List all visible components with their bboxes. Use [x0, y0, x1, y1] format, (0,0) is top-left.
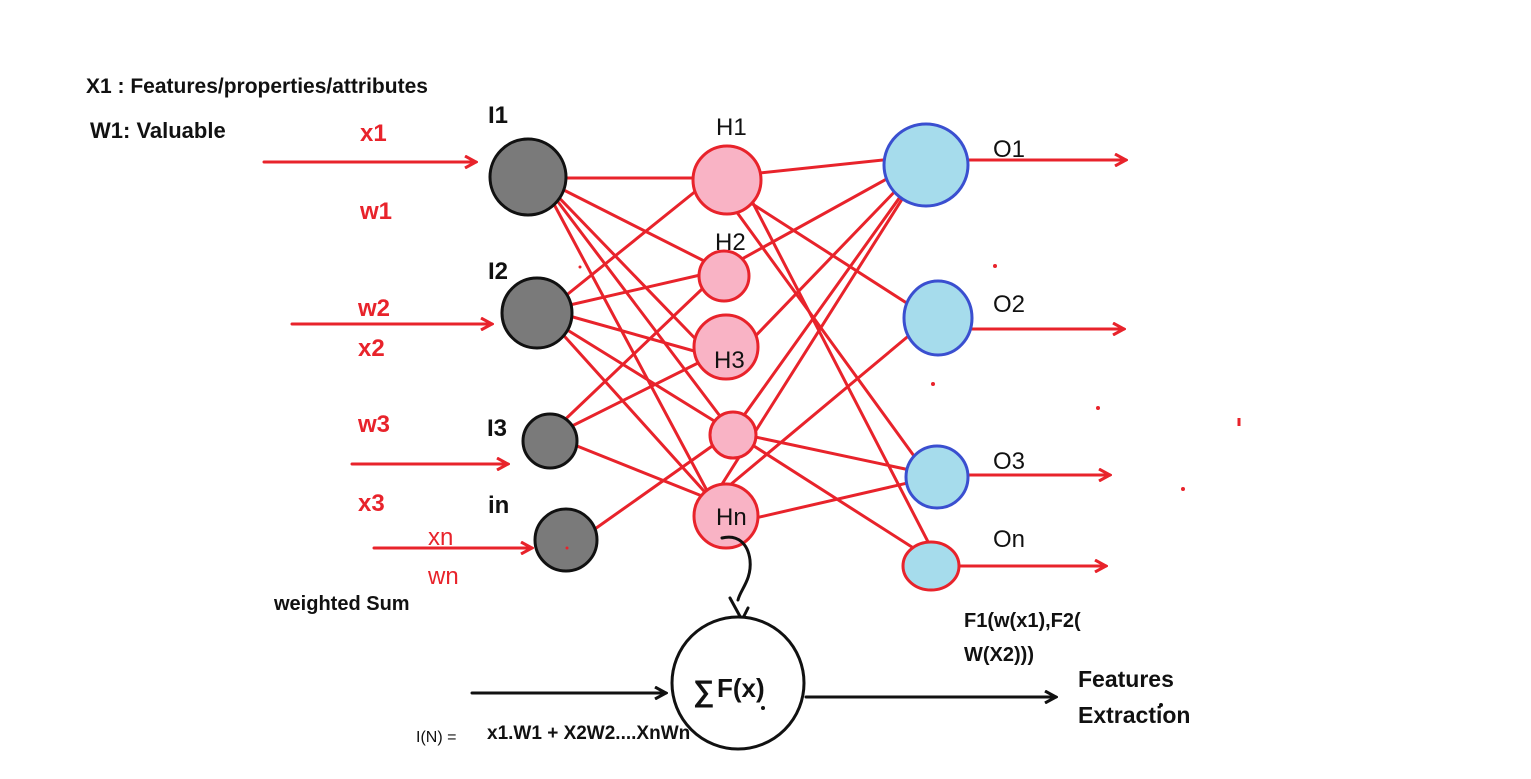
stray-dot	[1181, 487, 1185, 491]
output-node-label: On	[993, 526, 1025, 553]
edge-i2-h3	[546, 308, 714, 358]
edge-i1-h3	[538, 176, 714, 358]
composition-line1: F1(w(x1),F2(	[964, 610, 1081, 632]
stray-dot	[1159, 703, 1163, 707]
stray-dot	[1096, 406, 1100, 410]
formula-prefix: I(N) =	[416, 729, 456, 746]
input-node-i2	[500, 276, 574, 350]
output-node-label: O2	[993, 291, 1025, 318]
output-node-o3	[904, 444, 970, 510]
stray-dot	[565, 546, 569, 550]
input-hidden-connections	[538, 176, 734, 550]
edge-i3-hn	[550, 434, 714, 502]
input-node-i3	[521, 412, 579, 470]
edge-h1-on	[738, 176, 942, 567]
weighted-sum-label: weighted Sum	[273, 593, 410, 615]
input-node-label: I2	[488, 258, 508, 285]
weight-label-w1: w1	[359, 198, 392, 225]
hidden-node-label: H1	[716, 114, 747, 141]
edge-i1-h2	[538, 176, 724, 272]
input-label-x1: x1	[360, 120, 387, 147]
edge-i1-h4	[538, 176, 734, 434]
output-node-label: O1	[993, 136, 1025, 163]
stray-marks	[565, 264, 1241, 550]
input-layer	[488, 137, 599, 573]
output-node-o1	[882, 122, 970, 208]
stray-dot	[761, 706, 765, 710]
edge-i1-hn	[538, 176, 714, 502]
edge-i3-h2	[550, 268, 724, 434]
connector-curve	[720, 535, 752, 602]
composition-line2: W(X2)))	[964, 644, 1034, 666]
hidden-node-h4	[708, 410, 758, 460]
edge-hn-o2	[710, 316, 932, 502]
hidden-node-h3	[692, 313, 760, 381]
input-node-label: in	[488, 492, 509, 519]
sigma-symbol: ∑	[693, 675, 714, 708]
edge-i2-h4	[546, 316, 734, 434]
input-node-i1	[488, 137, 568, 217]
output-node-on	[901, 540, 961, 592]
stray-dot	[578, 265, 582, 269]
summation-node	[670, 615, 806, 751]
function-label: F(x)	[717, 673, 765, 703]
hidden-node-label: Hn	[716, 504, 747, 531]
output-layer	[882, 122, 974, 592]
hidden-output-connections	[710, 153, 942, 567]
edge-h4-o1	[730, 153, 932, 434]
stray-dot	[931, 382, 935, 386]
weights-note: W1: Valuable	[90, 118, 226, 143]
weight-label-wn: wn	[427, 563, 459, 590]
edge-i2-h2	[546, 268, 724, 312]
input-node-in	[533, 507, 599, 573]
input-label-x3: x3	[358, 490, 385, 517]
input-node-label: I1	[488, 102, 508, 129]
hidden-node-h1	[691, 144, 763, 216]
formula: x1.W1 + X2W2....XnWn	[487, 723, 690, 744]
output-node-o2	[902, 279, 974, 357]
hidden-node-label: H2	[715, 229, 746, 256]
edge-i3-h3	[550, 354, 714, 438]
output-arrows	[942, 160, 1126, 566]
extraction-label: Extraction	[1078, 702, 1190, 728]
edge-i2-h1	[546, 176, 714, 312]
weight-label-w2: w2	[357, 295, 390, 322]
input-node-label: I3	[487, 415, 507, 442]
hidden-node-h2	[697, 249, 751, 303]
input-label-xn: xn	[428, 524, 453, 551]
weight-label-w3: w3	[357, 411, 390, 438]
edge-h4-o3	[730, 430, 940, 478]
output-node-label: O3	[993, 448, 1025, 475]
features-label: Features	[1078, 666, 1174, 692]
hidden-layer	[691, 144, 763, 550]
stray-dot	[993, 264, 997, 268]
input-label-x2: x2	[358, 335, 385, 362]
hidden-node-hn	[692, 482, 760, 550]
hidden-node-label: H3	[714, 347, 745, 374]
input-arrows	[262, 162, 532, 548]
features-note: X1 : Features/properties/attributes	[86, 75, 428, 98]
edge-hn-o3	[736, 474, 940, 524]
edge-i2-hn	[546, 316, 714, 502]
